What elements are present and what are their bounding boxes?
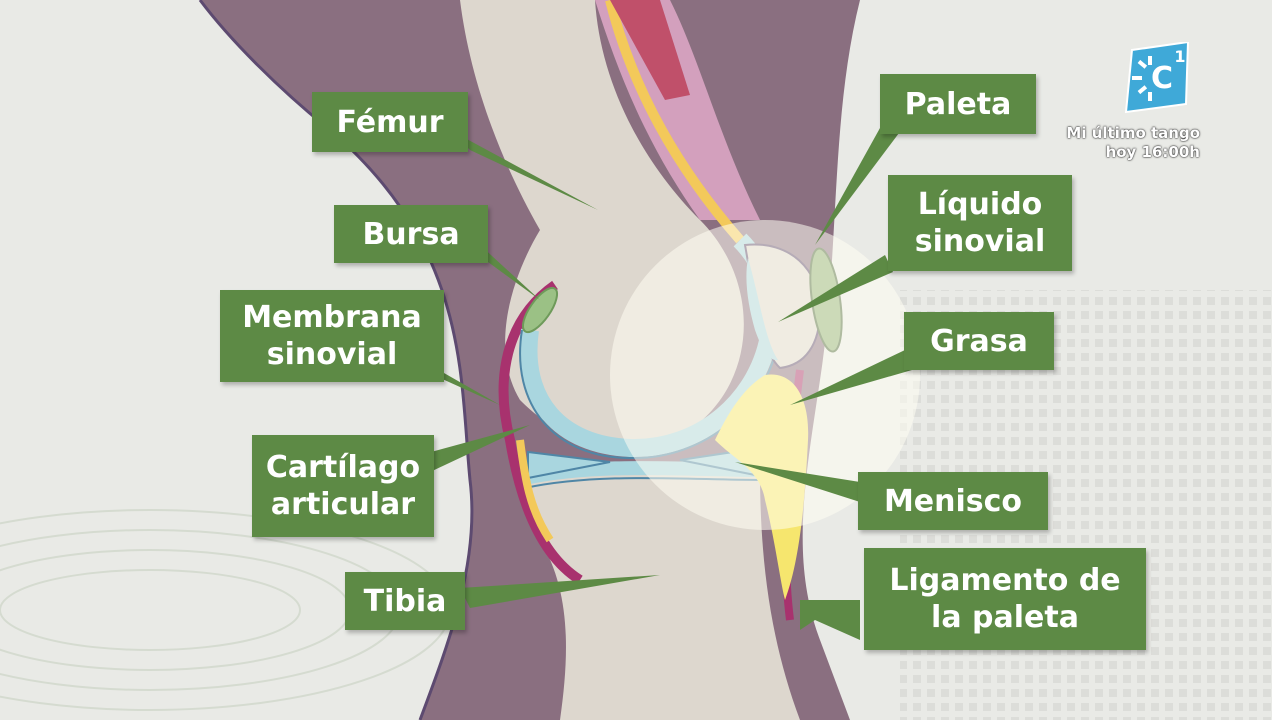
pointer-ligamento — [800, 600, 860, 640]
label-cartilago-articular: Cartílago articular — [252, 435, 434, 537]
pointer-bursa — [480, 245, 540, 300]
pointer-femur — [450, 130, 598, 210]
label-grasa: Grasa — [904, 312, 1054, 370]
logo-star-icon — [1132, 56, 1152, 101]
logo-number: 1 — [1174, 47, 1185, 66]
pointer-liquido — [778, 255, 893, 322]
program-promo: Mi último tango hoy 16:00h — [1010, 124, 1200, 162]
label-pointers — [420, 110, 912, 640]
highlight-circle — [610, 220, 920, 530]
pointer-paleta — [815, 110, 905, 245]
logo-badge-shape — [1124, 40, 1190, 114]
pointer-tibia — [460, 575, 660, 608]
label-liquido-sinovial: Líquido sinovial — [888, 175, 1072, 271]
promo-title: Mi último tango — [1066, 124, 1200, 142]
pointer-grasa — [790, 350, 912, 405]
logo-letter: C — [1151, 61, 1173, 96]
fat-yellow-back — [516, 439, 554, 543]
pointer-membrana — [430, 365, 500, 405]
tendon-red-band — [610, 0, 690, 100]
promo-time: hoy 16:00h — [1105, 143, 1200, 161]
label-membrana-sinovial: Membrana sinovial — [220, 290, 444, 382]
meniscus-back — [527, 450, 611, 480]
label-paleta: Paleta — [880, 74, 1036, 134]
label-menisco: Menisco — [858, 472, 1048, 530]
tendon-yellow-band — [605, 0, 744, 244]
label-bursa: Bursa — [334, 205, 488, 263]
synovial-membrane-outline — [498, 280, 583, 585]
tibia-bone — [518, 463, 800, 720]
bursa-sac — [521, 286, 559, 334]
pointer-menisco — [735, 462, 860, 502]
label-ligamento-de-la-paleta: Ligamento de la paleta — [864, 548, 1146, 650]
channel-logo-graphic: C 1 — [1124, 40, 1190, 114]
label-femur: Fémur — [312, 92, 468, 152]
quadriceps-tendon — [595, 0, 760, 220]
pointer-cartilago — [420, 425, 530, 472]
channel-logo: C 1 — [1118, 40, 1194, 114]
label-tibia: Tibia — [345, 572, 465, 630]
